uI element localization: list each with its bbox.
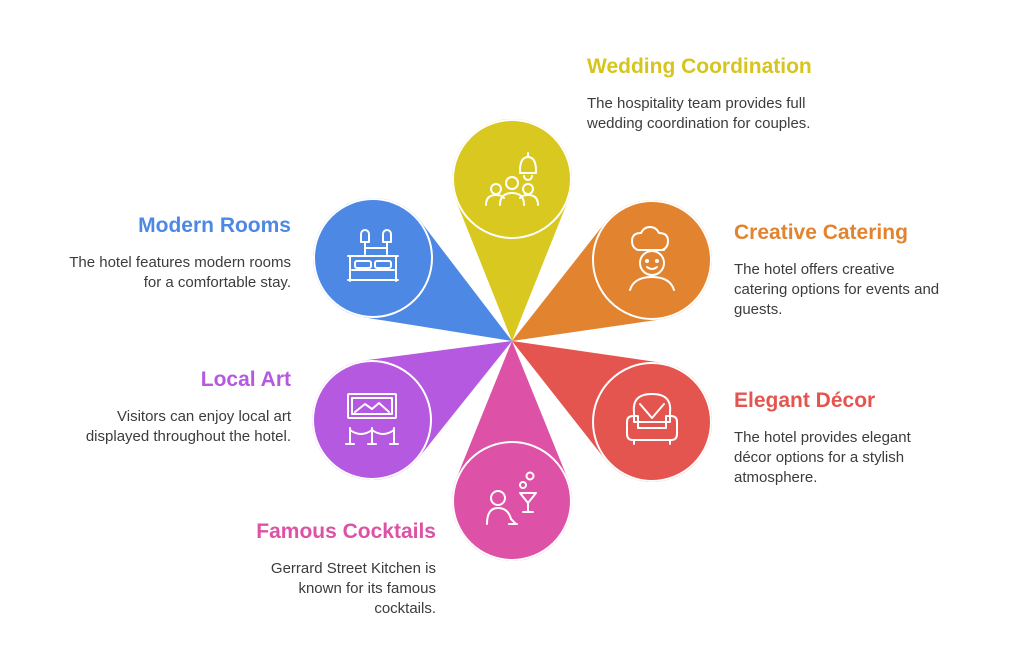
modern-rooms-description: The hotel features modern rooms for a co…	[69, 254, 291, 291]
local-art-title: Local Art	[200, 368, 291, 391]
rooms-petal	[313, 198, 512, 341]
cocktails-petal-ring	[452, 441, 572, 561]
famous-cocktails-block: Famous Cocktails Gerrard Street Kitchen …	[236, 519, 436, 619]
decor-petal	[512, 341, 713, 483]
famous-cocktails-title: Famous Cocktails	[256, 520, 436, 543]
wedding-coordination-title: Wedding Coordination	[587, 55, 812, 78]
art-petal	[311, 341, 512, 481]
icon-layer	[345, 152, 678, 525]
wedding-coordination-block: Wedding Coordination The hospitality tea…	[587, 54, 827, 134]
creative-catering-title: Creative Catering	[734, 221, 908, 244]
person-with-cocktail-icon	[486, 471, 537, 525]
armchair-icon	[626, 393, 678, 445]
bed-and-lamps-icon	[347, 229, 399, 282]
wedding-petal	[451, 118, 572, 341]
cocktails-petal	[451, 341, 572, 562]
art-petal-ring	[312, 360, 432, 480]
elegant-decor-description: The hotel provides elegant décor options…	[734, 429, 911, 486]
modern-rooms-block: Modern Rooms The hotel features modern r…	[60, 213, 291, 293]
wedding-petal-ring	[452, 119, 572, 239]
local-art-block: Local Art Visitors can enjoy local art d…	[70, 367, 291, 447]
bell-and-guests-icon	[485, 152, 539, 206]
chef-icon	[629, 226, 675, 291]
petal-layer	[311, 118, 713, 562]
rooms-petal-ring	[313, 198, 433, 318]
wedding-coordination-description: The hospitality team provides full weddi…	[587, 95, 811, 132]
framed-art-with-rope-barrier-icon	[345, 393, 399, 445]
creative-catering-block: Creative Catering The hotel offers creat…	[734, 220, 944, 320]
catering-petal-ring	[592, 200, 712, 320]
modern-rooms-title: Modern Rooms	[138, 214, 291, 237]
elegant-decor-title: Elegant Décor	[734, 389, 876, 412]
elegant-decor-block: Elegant Décor The hotel provides elegant…	[734, 388, 944, 488]
decor-petal-ring	[592, 362, 712, 482]
local-art-description: Visitors can enjoy local art displayed t…	[85, 408, 291, 445]
famous-cocktails-description: Gerrard Street Kitchen is known for its …	[270, 560, 436, 617]
creative-catering-description: The hotel offers creative catering optio…	[734, 261, 940, 318]
catering-petal	[512, 199, 713, 341]
